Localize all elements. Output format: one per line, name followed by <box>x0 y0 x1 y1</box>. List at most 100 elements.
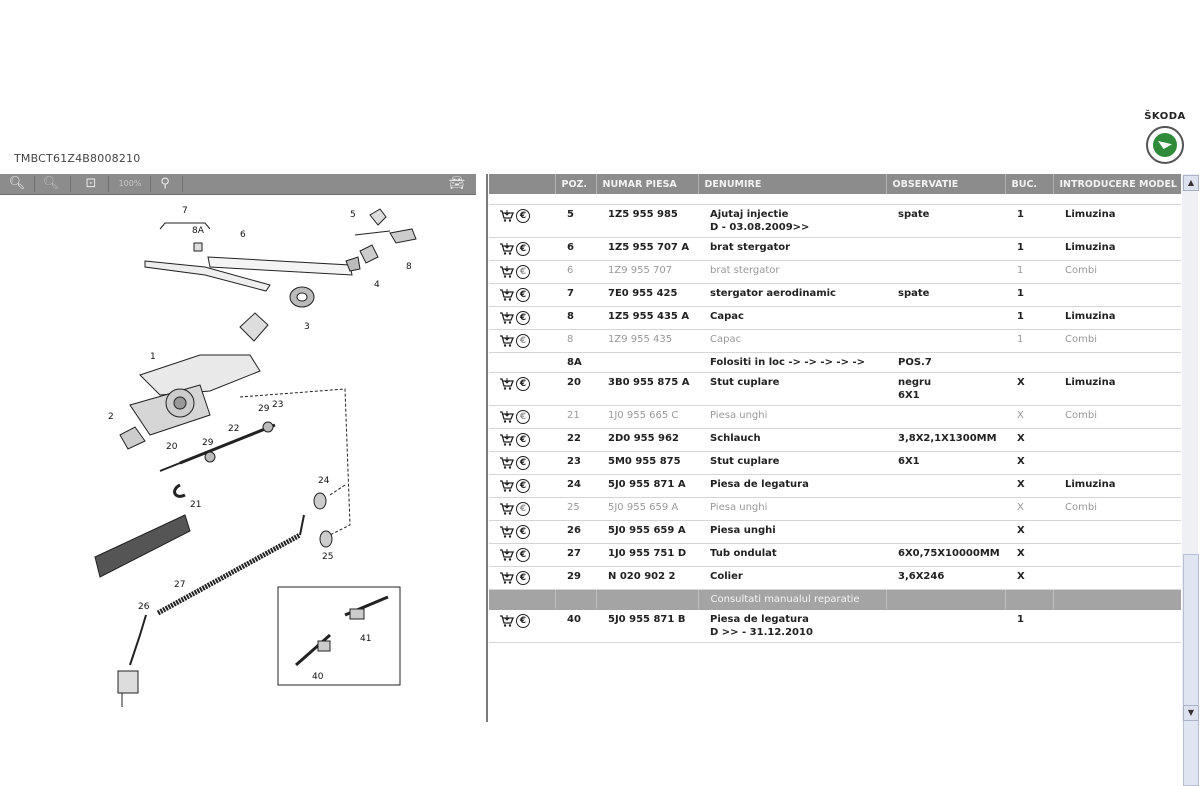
add-to-cart-icon[interactable] <box>499 525 515 538</box>
add-to-cart-icon[interactable] <box>499 571 515 584</box>
euro-price-icon[interactable]: € <box>516 310 530 325</box>
diagram-label-4[interactable]: 4 <box>374 280 380 290</box>
zoom-window-icon[interactable]: ⊡ <box>85 176 97 191</box>
header-poz[interactable]: POZ. <box>555 174 597 194</box>
euro-price-icon[interactable]: € <box>516 333 530 348</box>
zoom-in-icon[interactable]: 🔍︎ <box>8 176 26 191</box>
add-to-cart-icon[interactable] <box>499 614 515 627</box>
cell-denumire: Capac <box>698 306 886 330</box>
diagram-label-40[interactable]: 40 <box>312 672 324 682</box>
header-numar-piesa[interactable]: NUMAR PIESA <box>596 174 699 194</box>
euro-price-icon[interactable]: € <box>516 478 530 493</box>
cell-poz: 20 <box>555 372 596 406</box>
add-to-cart-icon[interactable] <box>499 456 515 469</box>
euro-price-icon[interactable]: € <box>516 570 530 585</box>
diagram-label-41[interactable]: 41 <box>360 634 371 644</box>
diagram-label-6[interactable]: 6 <box>240 230 246 240</box>
euro-price-icon[interactable]: € <box>516 432 530 447</box>
zoom-100-button[interactable]: 100% <box>118 179 142 188</box>
add-to-cart-icon[interactable] <box>499 311 515 324</box>
cell-model <box>1053 352 1181 373</box>
euro-price-icon[interactable]: € <box>516 547 530 562</box>
note-row[interactable]: Consultati manualul reparatie <box>489 589 1181 610</box>
diagram-label-26[interactable]: 26 <box>138 602 150 612</box>
euro-price-icon[interactable]: € <box>516 264 530 279</box>
scroll-thumb[interactable] <box>1183 554 1199 786</box>
denumire-text: Piesa unghi <box>710 409 768 421</box>
diagram-label-25[interactable]: 25 <box>322 552 333 562</box>
parts-diagram[interactable]: 7 8A 6 5 8 4 3 1 2 29 23 22 20 29 21 24 … <box>0 195 486 723</box>
header-denumire[interactable]: DENUMIRE <box>698 174 887 194</box>
add-to-cart-icon[interactable] <box>499 242 515 255</box>
header-buc[interactable]: BUC. <box>1005 174 1054 194</box>
diagram-label-1[interactable]: 1 <box>150 352 156 362</box>
diagram-label-8[interactable]: 8 <box>406 262 412 272</box>
add-to-cart-icon[interactable] <box>499 479 515 492</box>
zoom-out-icon[interactable]: 🔍︎ <box>42 176 60 191</box>
euro-price-icon[interactable]: € <box>516 524 530 539</box>
diagram-label-5[interactable]: 5 <box>350 210 356 220</box>
add-to-cart-icon[interactable] <box>499 334 515 347</box>
cell-observatie: 6X1 <box>886 451 1005 475</box>
diagram-label-20[interactable]: 20 <box>166 442 178 452</box>
euro-price-icon[interactable]: € <box>516 376 530 391</box>
euro-price-icon[interactable]: € <box>516 455 530 470</box>
cell-model: Combi <box>1053 405 1181 429</box>
splitter[interactable] <box>486 174 488 722</box>
cell-model: Limuzina <box>1053 474 1181 498</box>
add-to-cart-icon[interactable] <box>499 548 515 561</box>
diagram-label-22[interactable]: 22 <box>228 424 239 434</box>
diagram-label-21[interactable]: 21 <box>190 500 201 510</box>
euro-price-icon[interactable]: € <box>516 409 530 424</box>
diagram-label-7[interactable]: 7 <box>182 206 188 216</box>
diagram-label-8a[interactable]: 8A <box>192 226 205 236</box>
header-introducere-model[interactable]: INTRODUCERE MODEL <box>1053 174 1181 194</box>
add-to-cart-icon[interactable] <box>499 209 515 222</box>
add-to-cart-icon[interactable] <box>499 433 515 446</box>
car-icon[interactable]: 🚘︎ <box>448 176 466 191</box>
euro-price-icon[interactable]: € <box>516 287 530 302</box>
add-to-cart-icon[interactable] <box>499 377 515 390</box>
euro-price-icon[interactable]: € <box>516 501 530 516</box>
add-to-cart-icon[interactable] <box>499 265 515 278</box>
diagram-label-24[interactable]: 24 <box>318 476 330 486</box>
scroll-up-button[interactable]: ▲ <box>1183 175 1199 191</box>
search-icon[interactable]: ⚲ <box>160 176 170 191</box>
euro-price-icon[interactable]: € <box>516 241 530 256</box>
add-to-cart-icon[interactable] <box>499 288 515 301</box>
diagram-label-29b[interactable]: 29 <box>202 438 214 448</box>
euro-price-icon[interactable]: € <box>516 208 530 223</box>
diagram-label-2[interactable]: 2 <box>108 412 114 422</box>
table-scrollbar[interactable]: ▲ ▼ <box>1182 174 1199 786</box>
scroll-down-button[interactable]: ▼ <box>1183 705 1199 721</box>
diagram-label-27[interactable]: 27 <box>174 580 185 590</box>
observatie-text: spate <box>898 287 930 299</box>
diagram-label-3[interactable]: 3 <box>304 322 310 332</box>
add-to-cart-icon[interactable] <box>499 410 515 423</box>
row-actions: € <box>489 451 555 475</box>
denumire-validity: D >> - 31.12.2010 <box>710 626 813 638</box>
add-to-cart-icon[interactable] <box>499 502 515 515</box>
euro-price-icon[interactable]: € <box>516 613 530 628</box>
diagram-label-29a[interactable]: 29 <box>258 404 270 414</box>
diagram-label-23[interactable]: 23 <box>272 400 283 410</box>
header-observatie[interactable]: OBSERVATIE <box>886 174 1006 194</box>
